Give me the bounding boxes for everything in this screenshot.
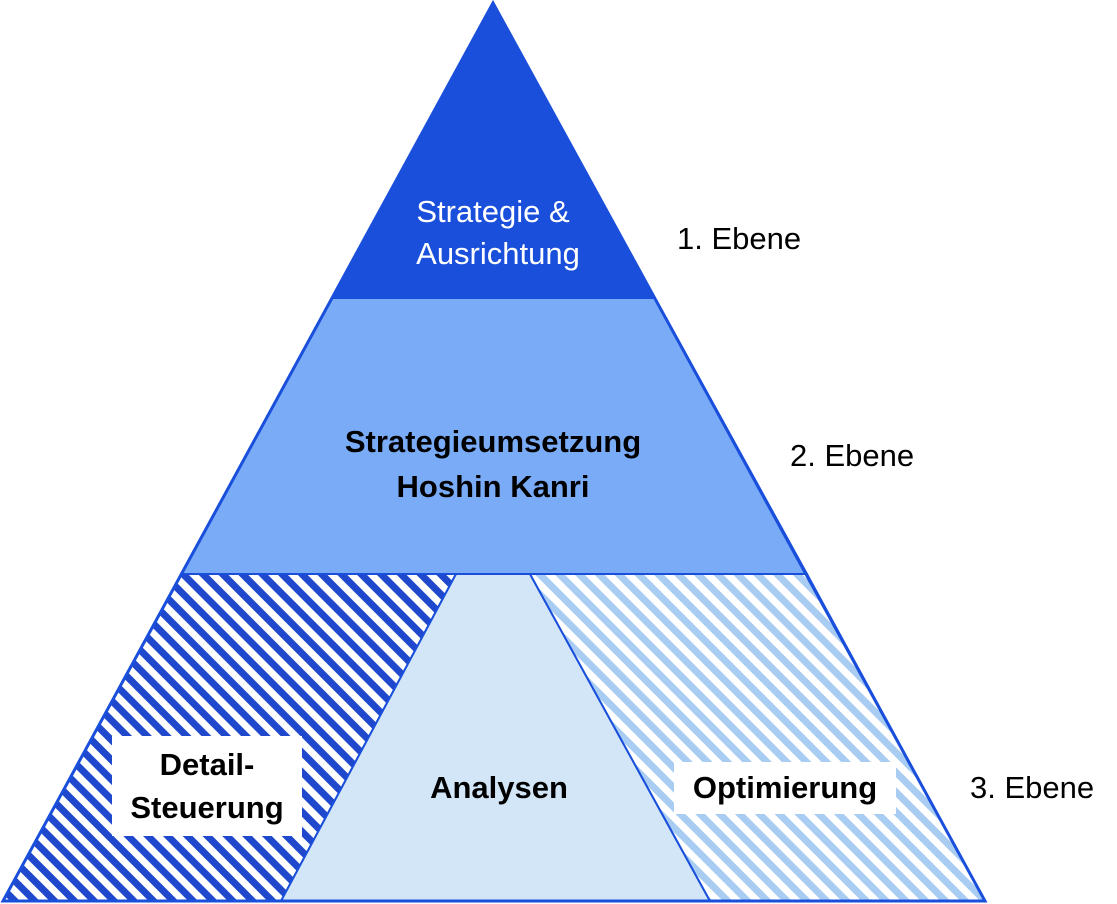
level-3-label: 3. Ebene — [970, 770, 1094, 805]
top-label-line1: Strategie & — [416, 194, 570, 229]
top-label-line2: Ausrichtung — [416, 236, 580, 271]
optimierung-label-box — [674, 762, 896, 814]
detail-steuerung-label-box — [112, 736, 302, 836]
pyramid-top-segment — [332, 3, 655, 298]
bottom-left-label-line1: Detail- — [160, 747, 255, 782]
level-2-label: 2. Ebene — [790, 438, 914, 473]
bottom-left-label-line2: Steuerung — [130, 790, 283, 825]
bottom-center-label: Analysen — [430, 770, 568, 805]
middle-label-line1: Strategieumsetzung — [345, 424, 641, 459]
level-1-label: 1. Ebene — [677, 221, 801, 256]
pyramid-outline — [0, 0, 988, 903]
middle-label-line2: Hoshin Kanri — [397, 469, 590, 504]
bottom-right-label: Optimierung — [693, 770, 877, 805]
